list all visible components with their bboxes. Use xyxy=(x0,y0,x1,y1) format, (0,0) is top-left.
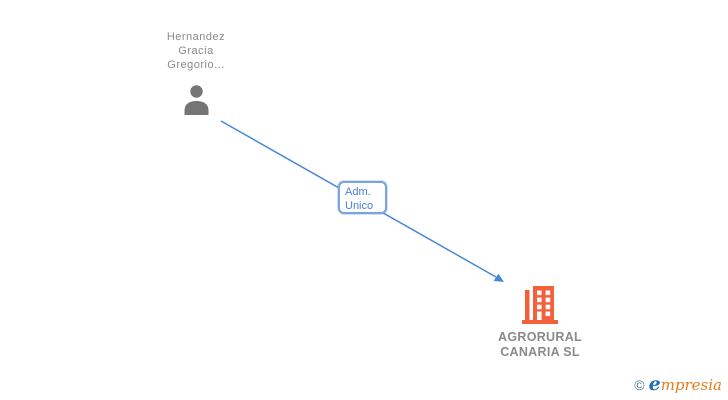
person-node[interactable]: Hernandez Gracia Gregorio... xyxy=(136,30,256,115)
copyright-icon: © xyxy=(634,377,645,393)
person-name: Hernandez Gracia Gregorio... xyxy=(166,31,226,71)
arrowhead-icon xyxy=(493,273,504,282)
empresia-logo[interactable]: © e mpresia xyxy=(634,373,722,397)
company-node[interactable]: AGRORURAL CANARIA SL xyxy=(480,284,600,360)
company-name: AGRORURAL CANARIA SL xyxy=(498,330,582,359)
relation-label-box[interactable]: Adm. Unico xyxy=(338,181,387,214)
logo-text: mpresia xyxy=(660,376,722,394)
person-icon xyxy=(136,85,256,115)
logo-initial: e xyxy=(648,373,661,395)
building-icon xyxy=(480,284,600,324)
